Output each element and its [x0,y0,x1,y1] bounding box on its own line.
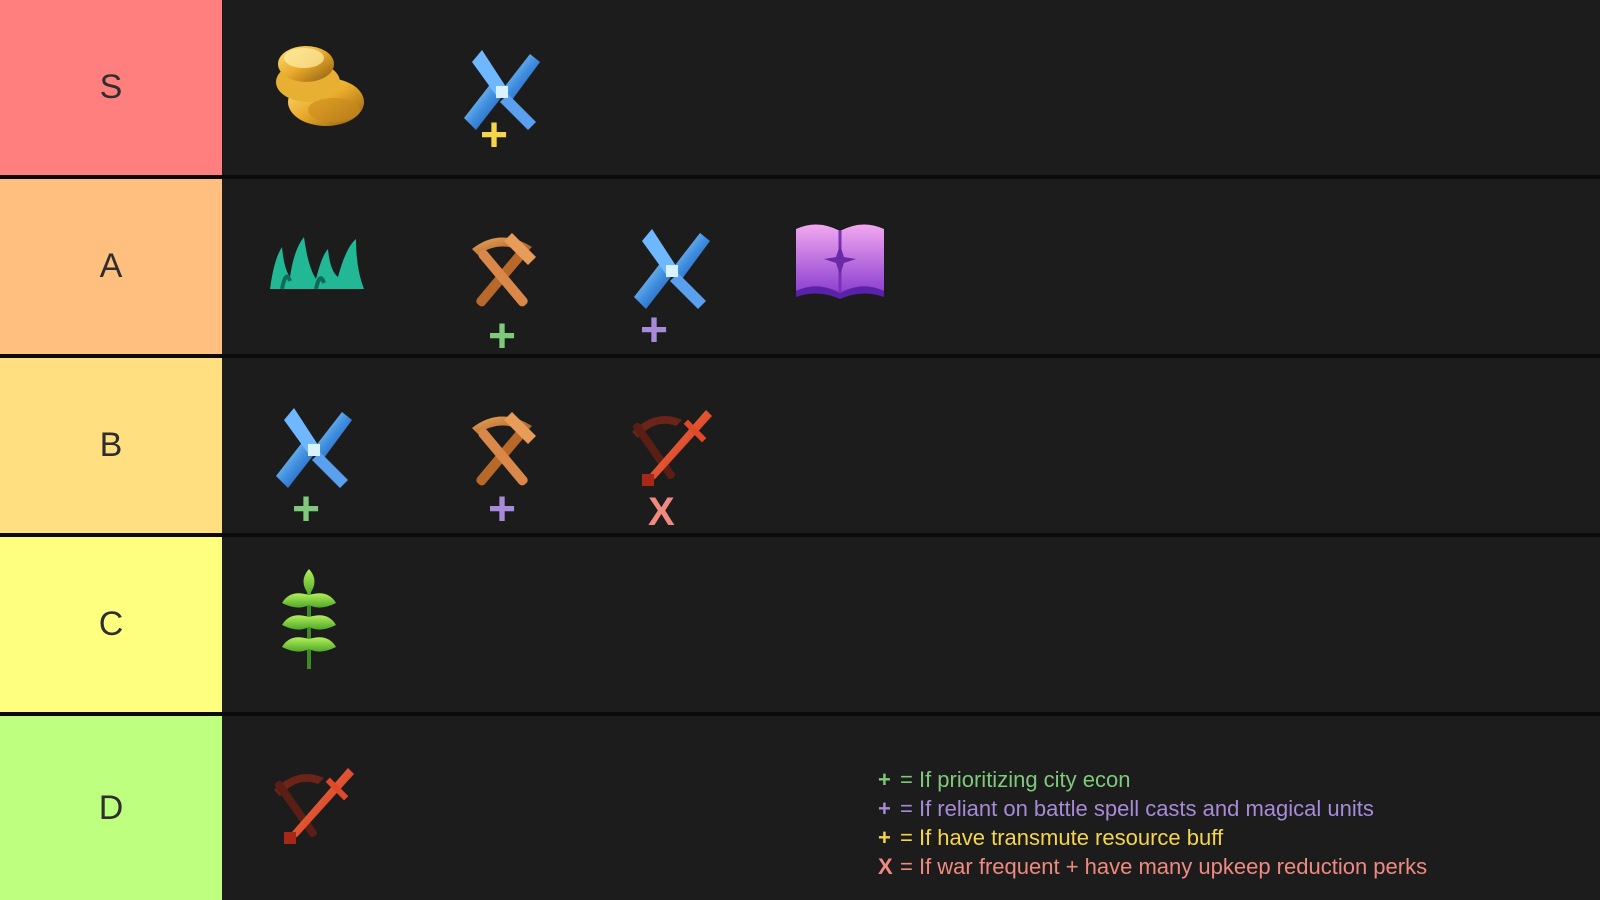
tier-label-c: C [0,537,222,712]
tier-item[interactable] [264,565,384,705]
modifier-plus-green: + [488,310,517,363]
legend-text: = If war frequent + have many upkeep red… [900,854,1428,879]
mana-crystal-icon [634,229,710,309]
spellbook-icon [796,224,884,299]
modifier-plus-yellow: + [480,109,509,162]
legend-text: = If prioritizing city econ [900,767,1131,792]
tier-label-s: S [0,0,222,175]
tier-row-a: A + [0,179,1600,361]
teal-grass-icon [270,237,364,290]
tier-item[interactable]: + [452,40,572,180]
mana-crystal-icon [276,408,352,488]
legend-symbol: X [878,854,893,879]
modifier-x-red: X [648,490,675,534]
sword-pickaxe-icon [274,768,354,844]
tier-label-text: D [98,788,124,827]
modifier-plus-purple: + [640,304,669,357]
legend-text: = If have transmute resource buff [900,825,1224,850]
legend-symbol: + [878,825,891,850]
legend-line: + = If have transmute resource buff [878,823,1427,852]
legend-line: X = If war frequent + have many upkeep re… [878,852,1427,881]
legend-line: + = If reliant on battle spell casts and … [878,794,1427,823]
tier-items-c [222,537,1600,712]
tier-item[interactable] [790,219,910,359]
gold-coins-icon [276,46,364,126]
modifier-plus-purple: + [488,483,517,536]
tier-row-c: C [0,537,1600,712]
tier-label-a: A [0,179,222,354]
pickaxe-hammer-icon [472,233,536,307]
tier-items-a: + + [222,179,1600,361]
tier-label-text: S [99,68,123,106]
sword-pickaxe-icon [632,410,712,486]
tier-label-text: A [99,247,123,285]
wheat-leaf-icon [282,569,336,669]
tier-items-s: + [222,0,1600,175]
tier-item[interactable] [264,756,384,896]
tier-label-text: B [99,426,123,464]
tier-item[interactable] [264,30,384,170]
modifier-plus-green: + [292,483,321,536]
tier-label-b: B [0,358,222,533]
tier-item[interactable] [264,219,384,359]
legend-line: + = If prioritizing city econ [878,765,1427,794]
tier-item[interactable]: X [622,398,742,538]
tier-row-d: D [0,716,1600,900]
legend-symbol: + [878,767,891,792]
tier-row-s: S + [0,0,1600,175]
tier-item[interactable]: + [452,219,572,363]
tier-item[interactable]: + [622,219,742,359]
mana-crystal-icon [464,50,540,130]
legend-symbol: + [878,796,891,821]
tier-label-d: D [0,716,222,900]
tier-item[interactable]: + [452,398,572,538]
legend: + = If prioritizing city econ + = If relia… [878,765,1427,881]
tier-items-d [222,716,1600,900]
tier-item[interactable]: + [264,398,384,538]
tier-label-text: C [98,605,124,643]
legend-text: = If reliant on battle spell casts and m… [900,796,1374,821]
tier-row-b: B + + [0,358,1600,534]
pickaxe-hammer-icon [472,412,536,486]
tier-items-b: + + X [222,358,1600,534]
